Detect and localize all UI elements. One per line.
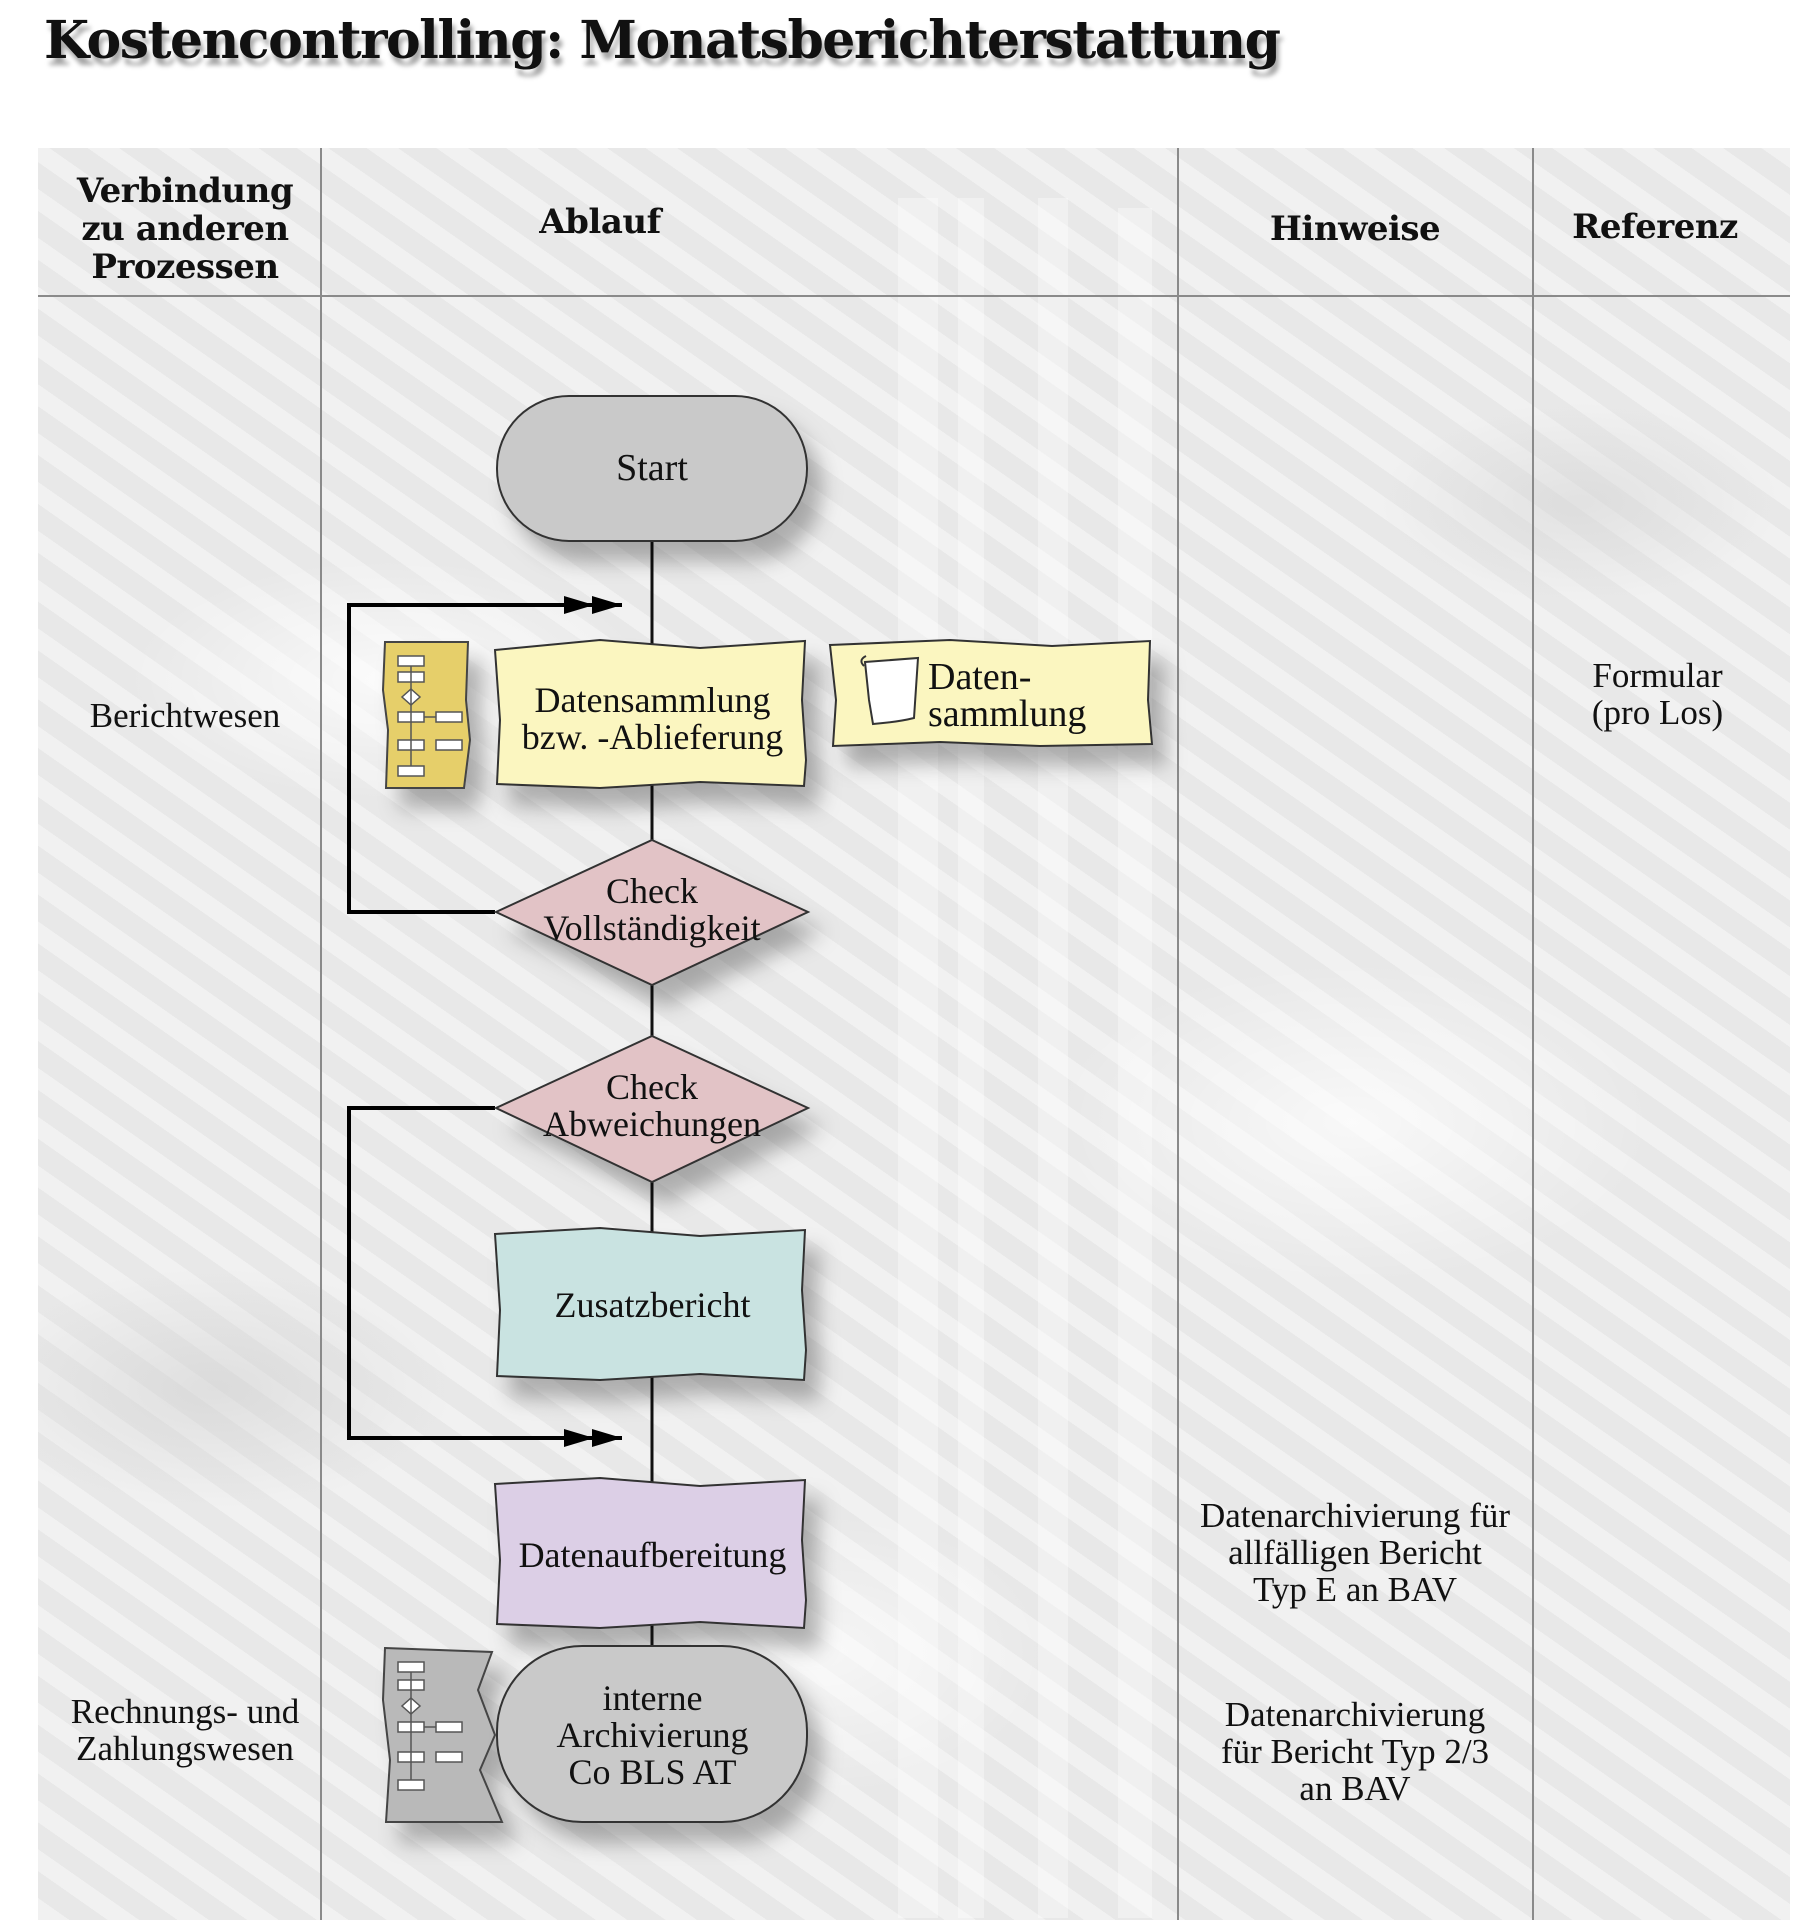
bypass-arrow-abweichungen — [347, 1106, 622, 1447]
start-terminator-shape — [496, 395, 808, 542]
page-title: Kostencontrolling: Monatsberichterstattu… — [44, 10, 1281, 71]
connection-rechnungswesen: Rechnungs- und Zahlungswesen — [70, 1692, 300, 1768]
diagram-background — [38, 148, 1790, 1920]
background-band — [958, 198, 984, 1918]
datensammlung-document-label: Daten- sammlung — [928, 656, 1087, 735]
document-icon — [860, 655, 920, 726]
zusatzbericht-label: Zusatzbericht — [554, 1284, 751, 1325]
zusatzbericht-process-shape — [493, 1226, 808, 1382]
header-divider — [38, 295, 1790, 297]
check-vollstaendigkeit-label: Check Vollständigkeit — [543, 871, 761, 948]
check-vollstaendigkeit-decision-shape — [493, 838, 811, 987]
column-header-notes: Hinweise — [1269, 209, 1441, 249]
background-band — [898, 198, 938, 1918]
check-abweichungen-decision-shape — [493, 1034, 811, 1184]
column-header-connections: Verbindung zu anderen Prozessen — [76, 171, 294, 287]
note-typ-e: Datenarchivierung für allfälligen Berich… — [1200, 1496, 1510, 1609]
archivierung-terminator-shape — [496, 1645, 808, 1823]
datensammlung-process-shape — [493, 638, 808, 790]
archivierung-label: interne Archivierung Co BLS AT — [556, 1677, 749, 1792]
column-header-reference: Referenz — [1572, 207, 1738, 247]
column-divider — [1177, 148, 1179, 1920]
datenaufbereitung-process-shape — [493, 1476, 808, 1630]
start-label: Start — [616, 447, 688, 489]
datensammlung-label: Datensammlung bzw. -Ablieferung — [521, 680, 784, 757]
datenaufbereitung-label: Datenaufbereitung — [518, 1534, 787, 1575]
column-header-flow: Ablauf — [539, 202, 661, 242]
loop-arrow-vollstaendigkeit — [347, 596, 622, 914]
column-divider — [1532, 148, 1534, 1920]
subprocess-flowchart-icon — [381, 641, 472, 789]
background-band — [1118, 208, 1152, 1918]
column-divider — [320, 148, 322, 1920]
subprocess-flowchart-icon — [381, 1646, 504, 1823]
reference-formular: Formular (pro Los) — [1591, 656, 1724, 732]
note-typ-23: Datenarchivierung für Bericht Typ 2/3 an… — [1220, 1695, 1490, 1808]
connection-berichtwesen: Berichtwesen — [89, 696, 281, 735]
check-abweichungen-label: Check Abweichungen — [543, 1067, 761, 1144]
background-band — [1038, 198, 1068, 1918]
